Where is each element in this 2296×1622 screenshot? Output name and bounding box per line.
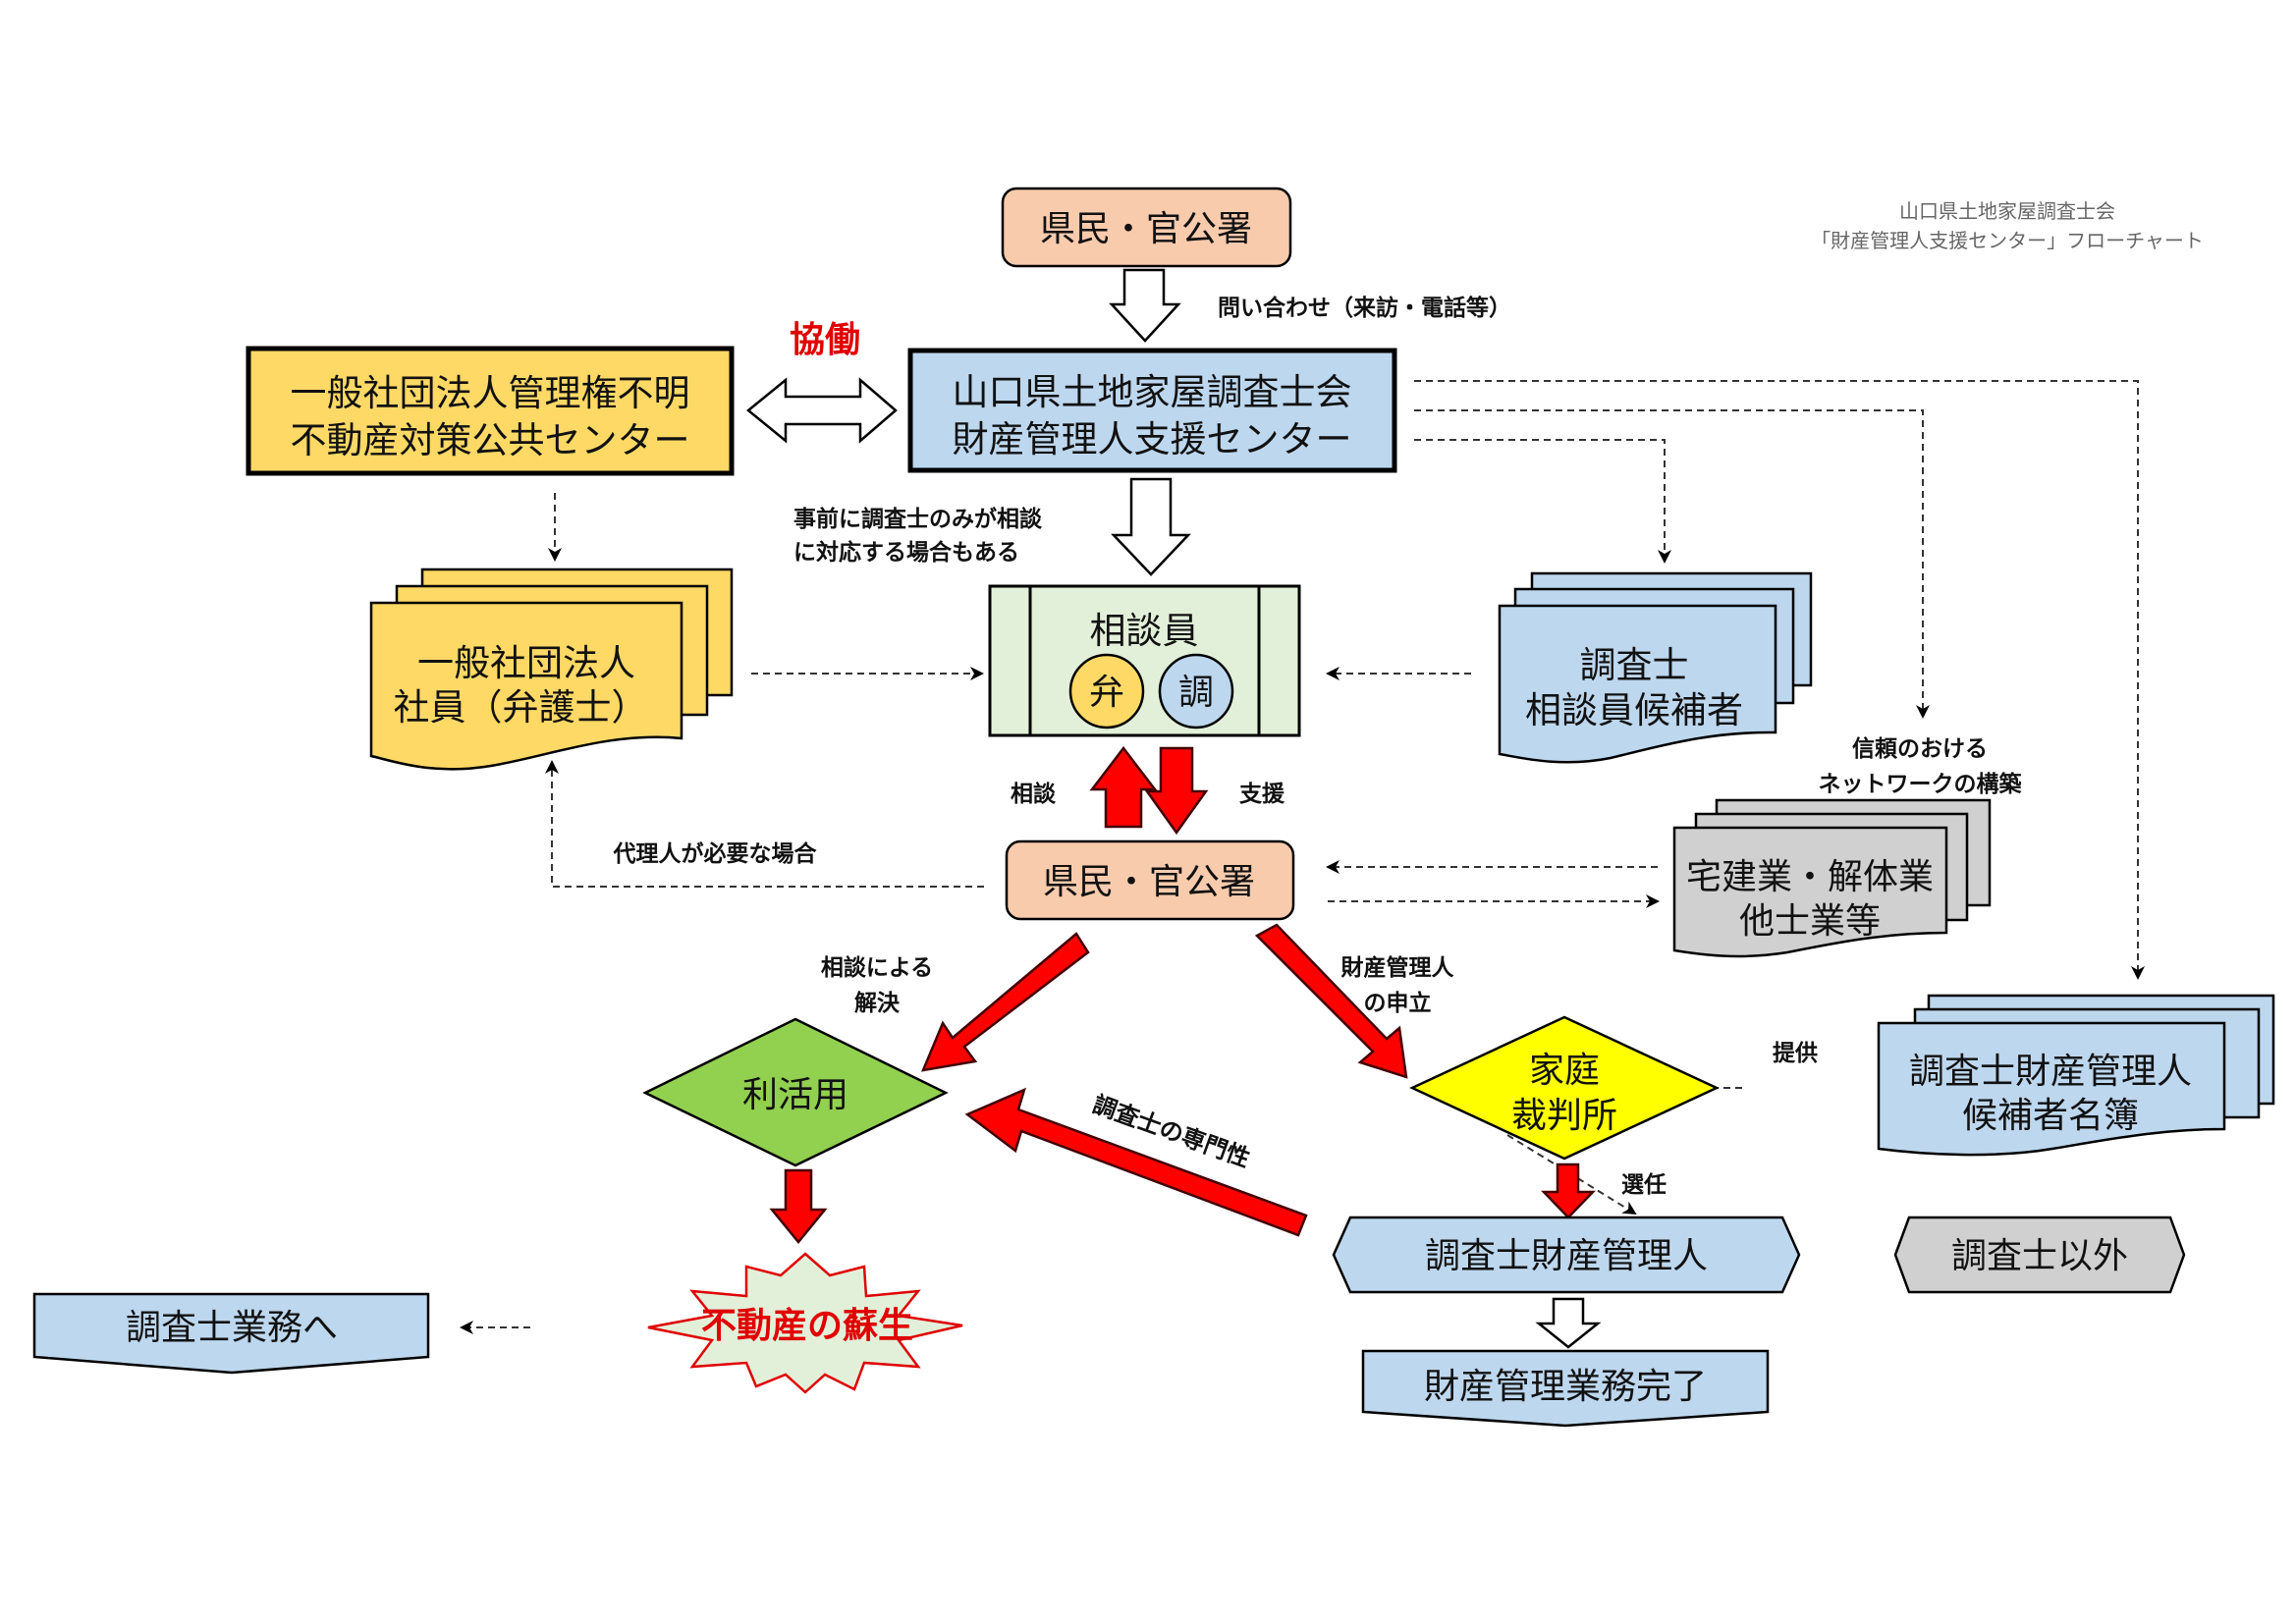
node-complete[interactable]: 財産管理業務完了 xyxy=(1361,1349,1770,1428)
arrow-support-down xyxy=(1144,746,1209,836)
partner-members-line2: 社員（弁護士） xyxy=(394,686,648,729)
partner-center-line1: 一般社団法人管理権不明 xyxy=(291,372,690,414)
complete-label: 財産管理業務完了 xyxy=(1424,1367,1707,1407)
surveyor-badge xyxy=(1158,653,1234,730)
arrow-appoint xyxy=(1541,1162,1596,1219)
node-network[interactable]: 宅建業・解体業 他士業等 xyxy=(1672,798,1992,958)
title-line2: 「財産管理人支援センター」フローチャート xyxy=(1811,229,2204,252)
arrow-resolve xyxy=(920,932,1090,1072)
network-line2: 他士業等 xyxy=(1739,901,1881,942)
label-appoint: 選任 xyxy=(1621,1171,1667,1198)
label-resolve-line2: 解決 xyxy=(854,990,901,1016)
court-line1: 家庭 xyxy=(1529,1051,1600,1091)
court-line2: 裁判所 xyxy=(1511,1096,1617,1136)
label-cooperation: 協働 xyxy=(790,320,860,360)
title-line1: 山口県土地家屋調査士会 xyxy=(1899,199,2115,223)
node-use[interactable]: 利活用 xyxy=(642,1017,949,1167)
registry-line1: 調査士財産管理人 xyxy=(1909,1052,2192,1092)
citizen-mid-box xyxy=(1005,839,1295,921)
node-court[interactable]: 家庭 裁判所 xyxy=(1409,1015,1720,1161)
partner-center-line2: 不動産対策公共センター xyxy=(291,419,690,461)
connector-center-to-candidates xyxy=(1414,439,1671,564)
arrow-use-to-revival xyxy=(769,1168,828,1244)
to-work-label: 調査士業務へ xyxy=(126,1308,338,1348)
node-revival[interactable]: 不動産の蘇生 xyxy=(647,1252,963,1394)
support-center-line1: 山口県土地家屋調査士会 xyxy=(953,371,1352,413)
node-surveyor-manager[interactable]: 調査士財産管理人 xyxy=(1332,1216,1801,1294)
label-prior-line2: に対応する場合もある xyxy=(793,539,1019,566)
arrow-cooperation xyxy=(746,377,898,444)
connector-center-to-registry xyxy=(1414,380,2145,980)
registry-line2: 候補者名簿 xyxy=(1962,1096,2139,1136)
arrow-inquiry xyxy=(1109,268,1181,343)
arrow-petition xyxy=(1254,923,1408,1079)
consultant-title: 相談員 xyxy=(1090,610,1199,652)
use-label: 利活用 xyxy=(742,1075,848,1115)
node-consultant[interactable]: 相談員 弁 調 xyxy=(988,584,1301,737)
citizen-top-label: 県民・官公署 xyxy=(1040,209,1252,249)
node-partner-members[interactable]: 一般社団法人 社員（弁護士） xyxy=(369,568,734,771)
lawyer-badge-label: 弁 xyxy=(1089,673,1124,713)
revival-label: 不動産の蘇生 xyxy=(701,1306,913,1346)
node-citizen-mid[interactable]: 県民・官公署 xyxy=(1005,839,1295,921)
citizen-top-box xyxy=(1001,187,1292,268)
connector-citizen-to-members xyxy=(545,760,984,888)
surveyor-badge-label: 調 xyxy=(1178,673,1214,713)
candidates-line1: 調査士 xyxy=(1580,644,1689,686)
other-label: 調査士以外 xyxy=(1951,1236,2128,1276)
label-consult: 相談 xyxy=(1011,781,1057,807)
node-to-work[interactable]: 調査士業務へ xyxy=(32,1292,430,1375)
label-resolve-line1: 相談による xyxy=(821,954,933,981)
label-petition-line2: の申立 xyxy=(1364,990,1432,1016)
lawyer-badge xyxy=(1068,653,1145,730)
dashed-connectors xyxy=(460,380,2145,1334)
node-manager-registry[interactable]: 調査士財産管理人 候補者名簿 xyxy=(1877,994,2275,1157)
connector-center-to-network xyxy=(1414,409,1930,719)
support-center-box xyxy=(907,348,1397,473)
network-line1: 宅建業・解体業 xyxy=(1686,857,1934,897)
label-prior-line1: 事前に調査士のみが相談 xyxy=(793,506,1043,532)
label-provide: 提供 xyxy=(1773,1040,1818,1066)
partner-center-box xyxy=(246,346,735,476)
support-center-line2: 財産管理人支援センター xyxy=(953,418,1352,460)
arrow-prior-consult xyxy=(1111,477,1191,576)
arrow-expertise xyxy=(964,1087,1308,1237)
citizen-mid-label: 県民・官公署 xyxy=(1043,862,1255,902)
label-agent-needed: 代理人が必要な場合 xyxy=(613,840,818,867)
node-partner-center[interactable]: 一般社団法人管理権不明 不動産対策公共センター xyxy=(246,346,735,476)
document-title: 山口県土地家屋調査士会 「財産管理人支援センター」フローチャート xyxy=(1811,199,2204,252)
candidates-line2: 相談員候補者 xyxy=(1525,689,1743,731)
node-citizen-top[interactable]: 県民・官公署 xyxy=(1001,187,1292,268)
node-support-center[interactable]: 山口県土地家屋調査士会 財産管理人支援センター xyxy=(907,348,1397,473)
label-inquiry: 問い合わせ（来訪・電話等） xyxy=(1218,295,1511,321)
label-trusted-line2: ネットワークの構築 xyxy=(1819,771,2023,797)
partner-members-line1: 一般社団法人 xyxy=(417,642,635,684)
label-petition-line1: 財産管理人 xyxy=(1341,954,1455,981)
arrow-consult-up xyxy=(1089,745,1158,829)
label-trusted-line1: 信頼のおける xyxy=(1852,735,1988,762)
label-support: 支援 xyxy=(1238,782,1285,807)
arrow-to-complete xyxy=(1535,1297,1602,1349)
manager-label: 調査士財産管理人 xyxy=(1425,1236,1708,1276)
node-other[interactable]: 調査士以外 xyxy=(1893,1216,2186,1294)
node-consultant-candidates[interactable]: 調査士 相談員候補者 xyxy=(1498,571,1813,764)
